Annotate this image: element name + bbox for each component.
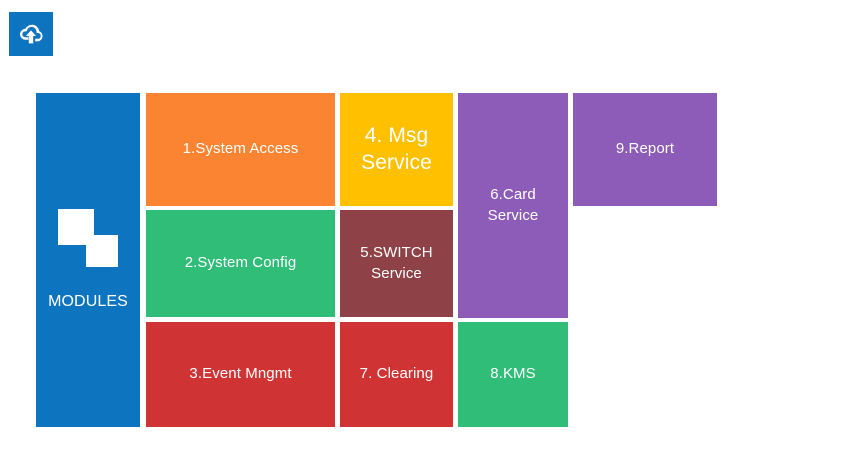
tile-label: 3.Event Mngmt xyxy=(189,365,292,383)
tile-system-access[interactable]: 1.System Access xyxy=(146,93,335,206)
tile-label: 7. Clearing xyxy=(359,365,434,383)
tile-kms[interactable]: 8.KMS xyxy=(458,322,568,427)
sidebar-item-modules[interactable]: MODULES xyxy=(36,93,140,427)
tile-label: 2.System Config xyxy=(184,254,297,272)
tile-switch-service[interactable]: 5.SWITCH Service xyxy=(340,210,453,317)
tile-system-config[interactable]: 2.System Config xyxy=(146,210,335,317)
app-logo-badge xyxy=(9,12,53,56)
cloud-upload-icon xyxy=(16,22,46,46)
tile-event-mngmt[interactable]: 3.Event Mngmt xyxy=(146,322,335,427)
tile-card-service[interactable]: 6.Card Service xyxy=(458,93,568,318)
tile-label: 4. Msg Service xyxy=(361,124,432,174)
tile-label: 1.System Access xyxy=(182,140,299,158)
two-squares-icon xyxy=(56,207,120,277)
tile-clearing[interactable]: 7. Clearing xyxy=(340,322,453,427)
tile-label: 6.Card Service xyxy=(487,186,539,224)
tile-report[interactable]: 9.Report xyxy=(573,93,717,206)
tile-label: 9.Report xyxy=(615,140,675,158)
tile-label: 8.KMS xyxy=(490,365,536,383)
tile-label: 5.SWITCH Service xyxy=(360,244,433,282)
sidebar-item-label: MODULES xyxy=(48,293,128,311)
tile-msg-service[interactable]: 4. Msg Service xyxy=(340,93,453,206)
